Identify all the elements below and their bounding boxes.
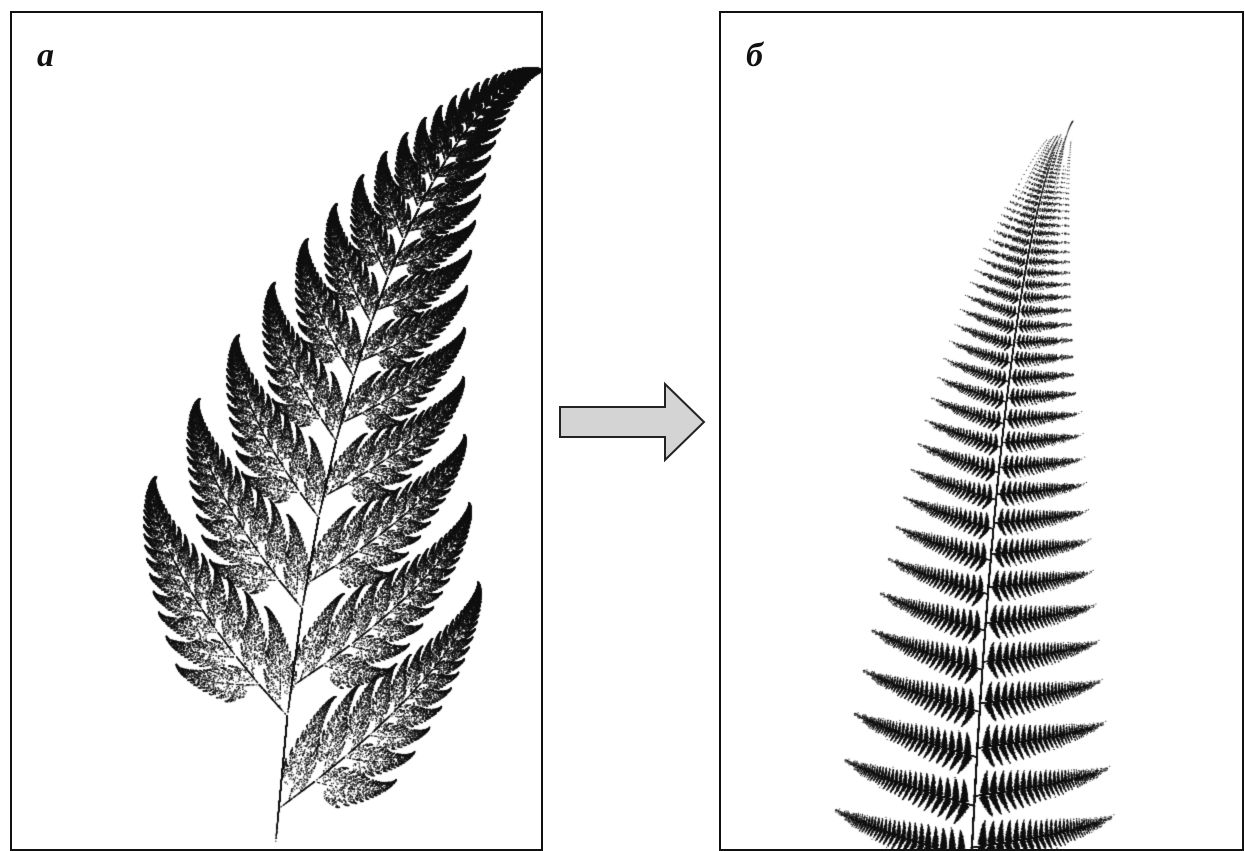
fern-panel-b: б (719, 11, 1244, 851)
fern-image-b (721, 13, 1242, 849)
panel-label-b: б (746, 39, 763, 73)
fern-panel-a: а (10, 11, 543, 851)
right-arrow-icon (557, 381, 707, 463)
fern-image-a (12, 13, 541, 849)
panel-label-a: а (37, 39, 54, 73)
